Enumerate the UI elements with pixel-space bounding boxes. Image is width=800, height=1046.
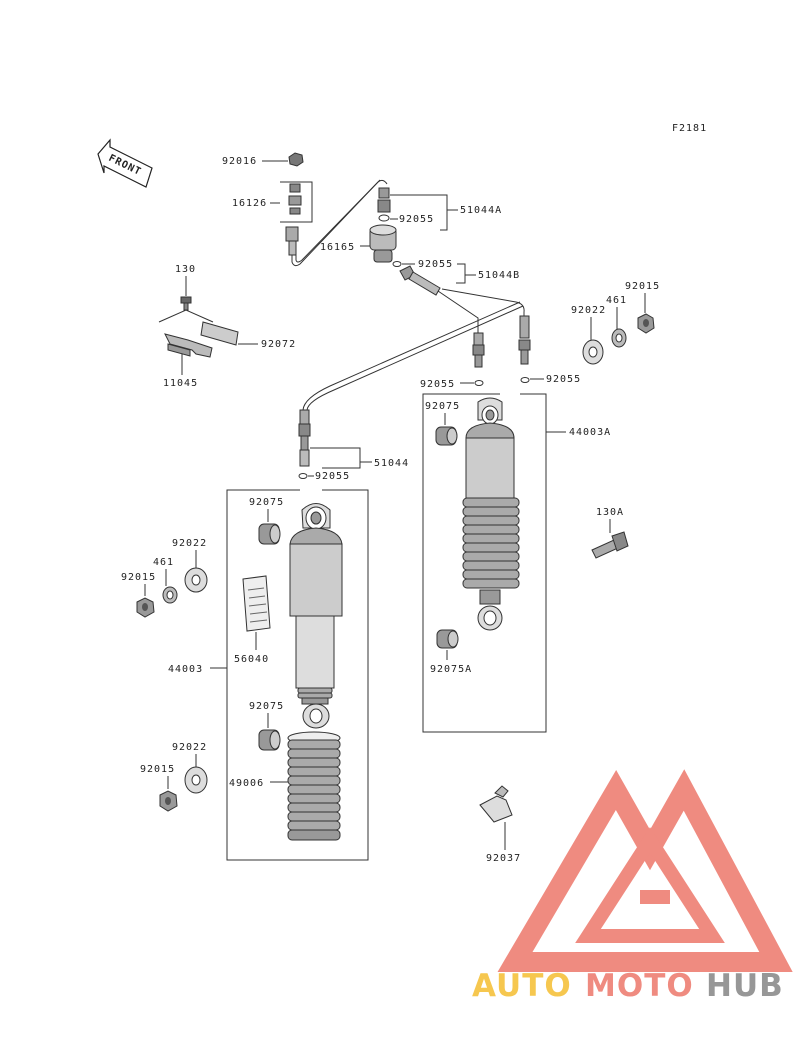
lock-washer-461-right-icon: [611, 328, 627, 348]
nut-92016-icon: [288, 152, 304, 167]
valve-16126-icon: [285, 183, 302, 256]
nut-92015-right-icon: [637, 313, 655, 334]
label-92022-left-top: 92022: [172, 538, 207, 549]
label-92022-left-bottom: 92022: [172, 742, 207, 753]
washer-92022-left-bottom-icon: [184, 766, 208, 794]
front-arrow-icon: FRONT: [97, 138, 153, 188]
label-92015-left-bottom: 92015: [140, 764, 175, 775]
label-461-left: 461: [153, 557, 174, 568]
label-92016: 92016: [222, 156, 257, 167]
label-92072: 92072: [261, 339, 296, 350]
label-16126: 16126: [232, 198, 267, 209]
logo-text-auto: AUTO: [472, 968, 572, 1004]
label-92075A: 92075A: [430, 664, 472, 675]
hose-fitting-right-b-icon: [518, 315, 531, 365]
bushing-92075-right-icon: [435, 426, 458, 446]
label-51044B: 51044B: [478, 270, 520, 281]
label-92055-right-a: 92055: [420, 379, 455, 390]
plate-92072-icon: [200, 321, 239, 346]
washer-92022-right-icon: [582, 339, 604, 365]
o-ring-92055-right-a-icon: [474, 380, 484, 386]
nut-92015-left-top-icon: [136, 597, 155, 618]
nut-92015-left-bottom-icon: [159, 790, 178, 812]
label-92055-mid: 92055: [418, 259, 453, 270]
o-ring-92055-left-icon: [298, 473, 308, 479]
label-130: 130: [175, 264, 196, 275]
clip-92037-icon: [479, 785, 513, 823]
reservoir-16165-icon: [369, 187, 397, 263]
bracket-11045-icon: [164, 333, 213, 358]
label-92055-left: 92055: [315, 471, 350, 482]
label-16165: 16165: [320, 242, 355, 253]
bushing-92075-left-bottom-icon: [258, 729, 281, 751]
label-92015-right: 92015: [625, 281, 660, 292]
label-92055-right-b: 92055: [546, 374, 581, 385]
bolt-130A-icon: [591, 531, 629, 559]
spring-bellows-49006-icon: [287, 731, 341, 841]
logo-text-hub: HUB: [706, 968, 784, 1004]
hose-fitting-51044-icon: [298, 409, 311, 467]
shock-absorber-44003-icon: [289, 503, 343, 729]
label-49006: 49006: [229, 778, 264, 789]
hose-fitting-right-a-icon: [472, 332, 485, 368]
hose-fitting-51044B-icon: [399, 265, 441, 296]
shock-absorber-44003A-icon: [462, 397, 520, 631]
label-461-right: 461: [606, 295, 627, 306]
label-44003: 44003: [168, 664, 203, 675]
triangle-logo-icon: [497, 769, 793, 972]
label-92075-left-bottom: 92075: [249, 701, 284, 712]
automotohub-logo: AUTO MOTO HUB: [472, 769, 793, 1004]
bolt-130-icon: [180, 296, 192, 311]
label-11045: 11045: [163, 378, 198, 389]
label-92022-right: 92022: [571, 305, 606, 316]
label-51044A: 51044A: [460, 205, 502, 216]
label-51044: 51044: [374, 458, 409, 469]
o-ring-92055-right-b-icon: [520, 377, 530, 383]
logo-text-moto: MOTO: [585, 968, 694, 1004]
label-92015-left-top: 92015: [121, 572, 156, 583]
label-92075-right: 92075: [425, 401, 460, 412]
lock-washer-461-left-icon: [162, 586, 178, 604]
washer-92022-left-top-icon: [184, 567, 208, 593]
label-44003A: 44003A: [569, 427, 611, 438]
label-92037: 92037: [486, 853, 521, 864]
label-56040: 56040: [234, 654, 269, 665]
label-92075-left-top: 92075: [249, 497, 284, 508]
bushing-92075A-icon: [436, 629, 459, 649]
label-130A: 130A: [596, 507, 624, 518]
figure-code: F2181: [672, 123, 707, 134]
bushing-92075-left-top-icon: [258, 523, 281, 545]
warning-label-56040-icon: [242, 575, 271, 632]
label-92055-top: 92055: [399, 214, 434, 225]
